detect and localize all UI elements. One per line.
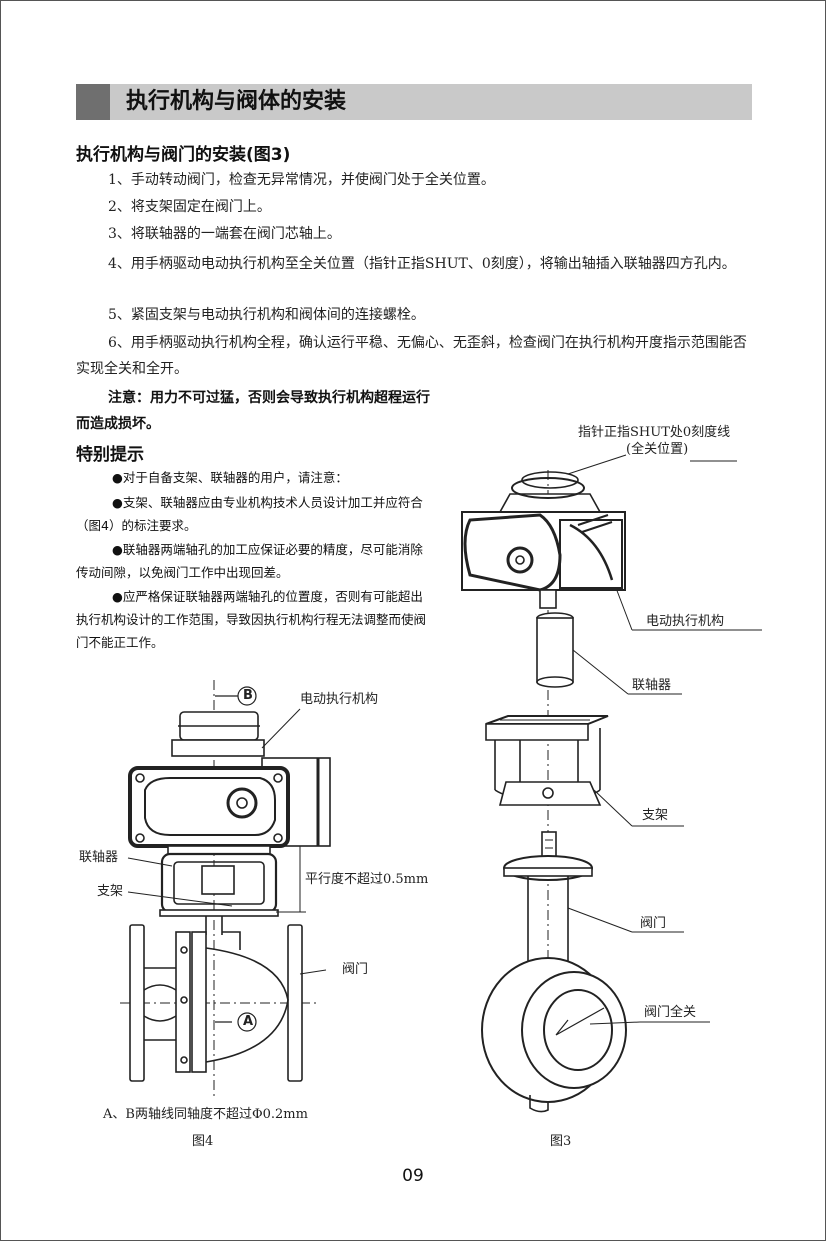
fig4-axis-b-label: B — [243, 688, 253, 703]
step-3: 3、将联轴器的一端套在阀门芯轴上。 — [108, 226, 341, 242]
fig3-valve-closed-label: 阀门全关 — [644, 1005, 697, 1020]
fig3-bracket-label: 支架 — [642, 808, 669, 823]
section-banner — [76, 84, 752, 120]
fig4-actuator-label: 电动执行机构 — [300, 692, 379, 707]
fig4-bracket-label: 支架 — [97, 884, 124, 899]
fig3-actuator-label: 电动执行机构 — [646, 614, 725, 629]
special-tips-title: 特别提示 — [76, 445, 144, 465]
fig4-coaxiality-caption: A、B两轴线同轴度不超过Φ0.2mm — [103, 1107, 308, 1122]
step-4: 4、用手柄驱动电动执行机构至全关位置（指针正指SHUT、0刻度），将输出轴插入联… — [108, 256, 736, 272]
fig4-parallelism-label: 平行度不超过0.5mm — [305, 872, 429, 887]
section-banner-marker — [76, 84, 110, 120]
fig4-valve-label: 阀门 — [342, 962, 369, 977]
special-tip-4: ●应严格保证联轴器两端轴孔的位置度，否则有可能超出执行机构设计的工作范围，导致因… — [76, 589, 427, 650]
fig3-coupling-label: 联轴器 — [632, 678, 672, 693]
fig3-valve-label: 阀门 — [640, 916, 667, 931]
step-5: 5、紧固支架与电动执行机构和阀体间的连接螺栓。 — [108, 307, 425, 323]
fig4-axis-a-label: A — [243, 1014, 254, 1029]
special-tip-3: ●联轴器两端轴孔的加工应保证必要的精度，尽可能消除传动间隙，以免阀门工作中出现回… — [76, 542, 423, 580]
fig3-closed-position-label: (全关位置) — [626, 442, 689, 457]
page-number: 09 — [402, 1166, 424, 1186]
special-tip-2: ●支架、联轴器应由专业机构技术人员设计加工并应符合（图4）的标注要求。 — [76, 495, 423, 533]
fig4-coupling-label: 联轴器 — [79, 850, 119, 865]
subsection-title: 执行机构与阀门的安装(图3) — [76, 145, 291, 165]
caution-note: 注意：用力不可过猛，否则会导致执行机构超程运行而造成损坏。 — [76, 390, 430, 432]
step-1: 1、手动转动阀门，检查无异常情况，并使阀门处于全关位置。 — [108, 172, 495, 188]
step-2: 2、将支架固定在阀门上。 — [108, 199, 271, 215]
fig3-pointer-label: 指针正指SHUT处0刻度线 — [578, 425, 731, 440]
fig3-caption: 图3 — [550, 1134, 572, 1149]
fig4-caption: 图4 — [192, 1134, 214, 1149]
step-6: 6、用手柄驱动执行机构全程，确认运行平稳、无偏心、无歪斜，检查阀门在执行机构开度… — [76, 335, 747, 377]
section-title: 执行机构与阀体的安装 — [126, 89, 347, 114]
special-tip-1: ●对于自备支架、联轴器的用户，请注意： — [112, 470, 348, 485]
